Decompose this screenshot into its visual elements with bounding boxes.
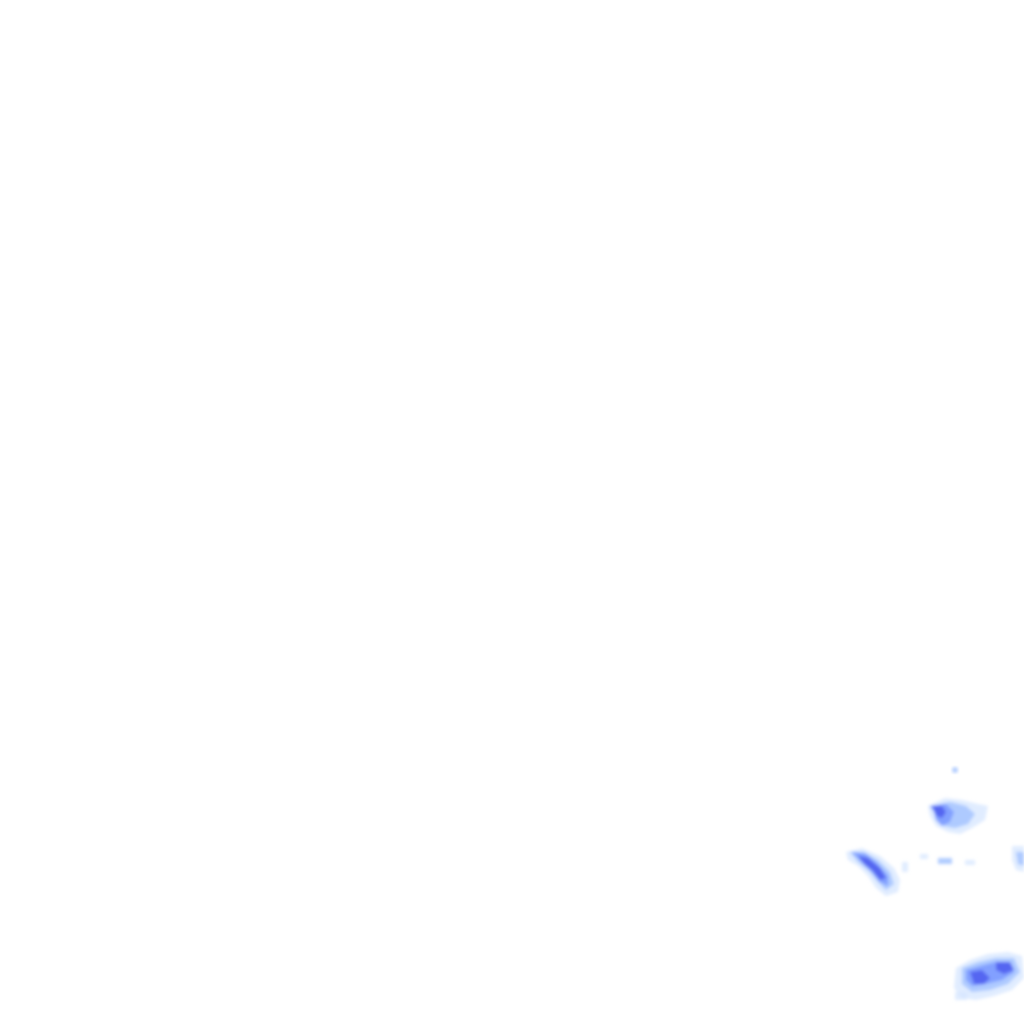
precipitation-cluster-lower (954, 952, 1024, 1000)
precipitation-edge-patch (1012, 846, 1024, 872)
precipitation-band-left (846, 848, 908, 896)
precipitation-speck (952, 767, 958, 773)
precipitation-cell-upper (920, 798, 988, 865)
